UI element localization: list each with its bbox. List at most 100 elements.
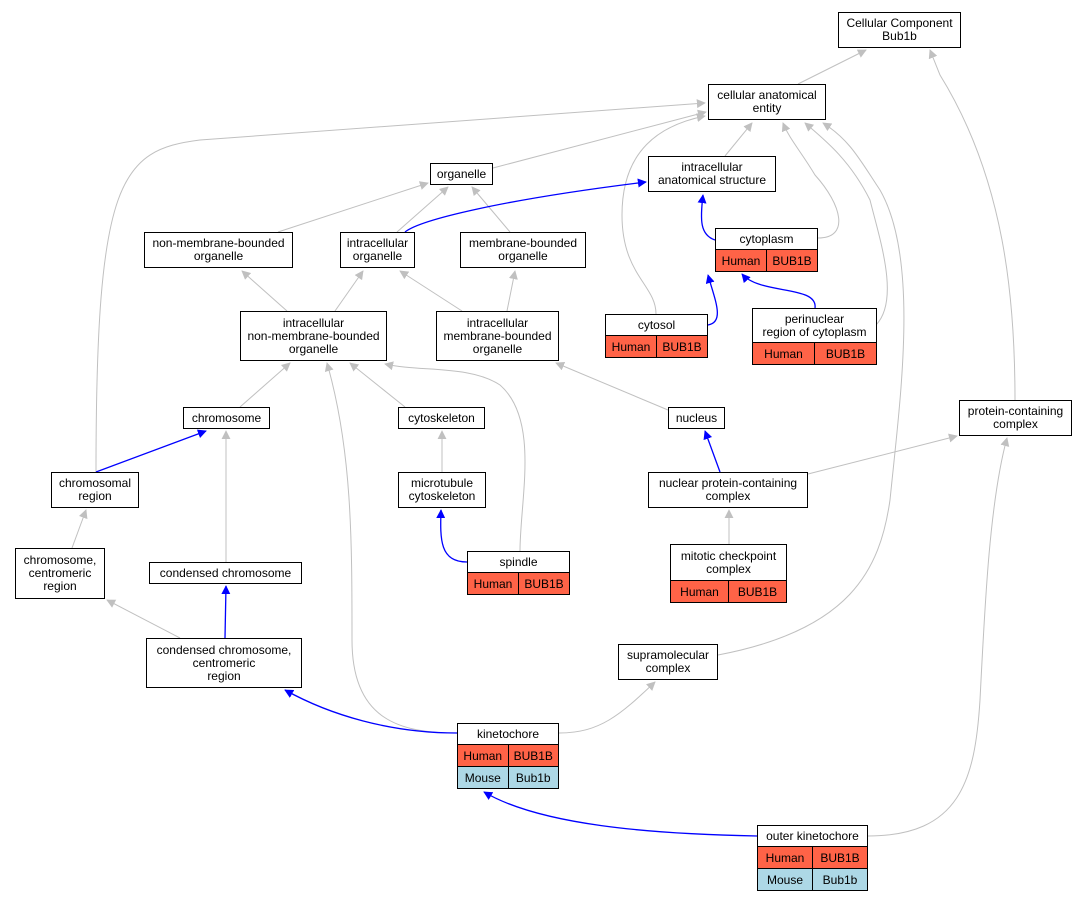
node-cellular-component[interactable]: Cellular Component Bub1b — [838, 12, 961, 48]
node-chromosome[interactable]: chromosome — [183, 407, 270, 429]
node-condensed-chromosome-centromeric-region[interactable]: condensed chromosome, centromeric region — [146, 638, 302, 688]
node-label: intracellular non-membrane-bounded organ… — [247, 315, 380, 356]
node-cellular-anatomical-entity[interactable]: cellular anatomical entity — [708, 84, 826, 120]
node-non-membrane-bounded-organelle[interactable]: non-membrane-bounded organelle — [144, 232, 293, 268]
node-protein-containing-complex[interactable]: protein-containing complex — [959, 400, 1072, 436]
annotation-row-human: Human BUB1B — [606, 335, 707, 357]
node-label: chromosome — [191, 410, 262, 425]
node-condensed-chromosome[interactable]: condensed chromosome — [149, 562, 302, 584]
node-intracellular-anatomical-structure[interactable]: intracellular anatomical structure — [648, 156, 776, 192]
edge-condensed-chromosome-centromeric-region-to-condensed-chromosome — [221, 585, 231, 639]
annotation-row-human: Human BUB1B — [458, 744, 558, 766]
annotation-row-mouse: Mouse Bub1b — [758, 868, 867, 890]
edge-organelle-to-cellular-anatomical-entity — [492, 109, 707, 169]
species-cell: Human — [764, 346, 803, 361]
edge-chromosome-centromeric-region-to-chromosomal-region — [71, 509, 88, 549]
node-label: intracellular organelle — [346, 236, 409, 263]
species-cell: Human — [463, 748, 503, 763]
gene-cell: Bub1b — [812, 869, 867, 890]
species-cell: Human — [765, 850, 805, 865]
species-cell: Mouse — [766, 872, 804, 887]
node-cytoskeleton[interactable]: cytoskeleton — [398, 407, 485, 429]
node-chromosomal-region[interactable]: chromosomal region — [51, 472, 139, 508]
node-label: protein-containing complex — [967, 404, 1064, 431]
node-label: mitotic checkpoint complex — [680, 548, 777, 576]
node-supramolecular-complex[interactable]: supramolecular complex — [618, 644, 718, 680]
edge-cytosol-to-cellular-anatomical-entity — [621, 113, 706, 315]
edge-cytosol-to-cytoplasm — [705, 274, 718, 326]
edge-non-membrane-bounded-organelle-to-organelle — [277, 181, 429, 233]
node-nuclear-protein-containing-complex[interactable]: nuclear protein-containing complex — [648, 472, 808, 508]
edge-condensed-chromosome-centromeric-region-to-chromosome-centromeric-region — [106, 599, 181, 639]
node-label: kinetochore — [476, 726, 540, 741]
edge-supramolecular-complex-to-cellular-anatomical-entity — [717, 122, 905, 656]
node-label: cytosol — [637, 317, 676, 332]
node-nucleus[interactable]: nucleus — [668, 407, 725, 429]
edge-membrane-bounded-organelle-to-organelle — [471, 186, 511, 233]
node-intracellular-non-membrane-bounded-organelle[interactable]: intracellular non-membrane-bounded organ… — [240, 311, 387, 361]
gene-cell: BUB1B — [518, 573, 569, 594]
node-label: cytoplasm — [739, 231, 794, 246]
annotation-row-human: Human BUB1B — [758, 846, 867, 868]
node-microtubule-cytoskeleton[interactable]: microtubule cytoskeleton — [398, 472, 486, 508]
node-label: intracellular anatomical structure — [657, 160, 767, 187]
node-label: chromosome, centromeric region — [23, 553, 97, 593]
node-label: outer kinetochore — [766, 828, 859, 843]
species-cell: Human — [680, 584, 719, 599]
edge-chromosomal-region-to-chromosome — [95, 429, 207, 473]
edge-intracellular-membrane-bounded-organelle-to-intracellular-organelle — [399, 270, 463, 312]
edge-chromosome-to-intracellular-non-membrane-bounded-organelle — [239, 362, 291, 408]
edge-spindle-to-intracellular-non-membrane-bounded-organelle — [384, 361, 526, 552]
edge-cellular-anatomical-entity-to-cellular-component — [797, 49, 867, 85]
node-intracellular-organelle[interactable]: intracellular organelle — [340, 232, 415, 268]
gene-cell: Bub1b — [507, 767, 559, 788]
gene-cell: BUB1B — [728, 581, 786, 602]
node-label: non-membrane-bounded organelle — [152, 236, 285, 263]
node-label: organelle — [436, 166, 487, 181]
edge-nuclear-protein-containing-complex-to-protein-containing-complex — [807, 433, 958, 475]
node-label: cellular anatomical entity — [717, 88, 817, 115]
annotation-row-human: Human BUB1B — [468, 572, 569, 594]
edge-intracellular-organelle-to-organelle — [396, 186, 449, 233]
edge-kinetochore-to-supramolecular-complex — [558, 681, 656, 734]
node-label: nucleus — [675, 410, 718, 425]
edge-perinuclear-region-to-cytoplasm — [741, 273, 816, 309]
species-cell: Human — [611, 339, 651, 354]
edge-cytoskeleton-to-intracellular-non-membrane-bounded-organelle — [349, 362, 406, 408]
edge-cytoplasm-to-intracellular-anatomical-structure — [697, 194, 716, 241]
node-label: intracellular membrane-bounded organelle — [443, 315, 552, 356]
edge-kinetochore-to-condensed-chromosome-centromeric-region — [284, 689, 458, 734]
node-label: supramolecular complex — [626, 648, 710, 675]
species-cell: Human — [473, 576, 513, 591]
node-label: spindle — [499, 554, 538, 569]
edge-perinuclear-region-to-cellular-anatomical-entity — [804, 122, 888, 326]
edge-outer-kinetochore-to-protein-containing-complex — [867, 437, 1010, 837]
gene-cell: BUB1B — [656, 336, 707, 357]
gene-cell: BUB1B — [766, 250, 817, 271]
gene-cell: BUB1B — [812, 847, 867, 868]
gene-cell: BUB1B — [507, 745, 559, 766]
node-organelle[interactable]: organelle — [430, 163, 493, 185]
node-membrane-bounded-organelle[interactable]: membrane-bounded organelle — [460, 232, 586, 268]
node-label: microtubule cytoskeleton — [408, 476, 476, 503]
node-label: Cellular Component Bub1b — [846, 16, 953, 43]
node-label: cytoskeleton — [408, 410, 475, 425]
node-intracellular-membrane-bounded-organelle[interactable]: intracellular membrane-bounded organelle — [436, 311, 559, 361]
node-chromosome-centromeric-region[interactable]: chromosome, centromeric region — [15, 548, 105, 599]
node-label: condensed chromosome — [159, 565, 292, 580]
edge-intracellular-non-membrane-bounded-organelle-to-intracellular-organelle — [334, 270, 364, 312]
edge-intracellular-anatomical-structure-to-cellular-anatomical-entity — [724, 122, 753, 157]
edge-chromosomal-region-to-cellular-anatomical-entity — [95, 99, 706, 473]
node-label: chromosomal region — [58, 476, 132, 503]
